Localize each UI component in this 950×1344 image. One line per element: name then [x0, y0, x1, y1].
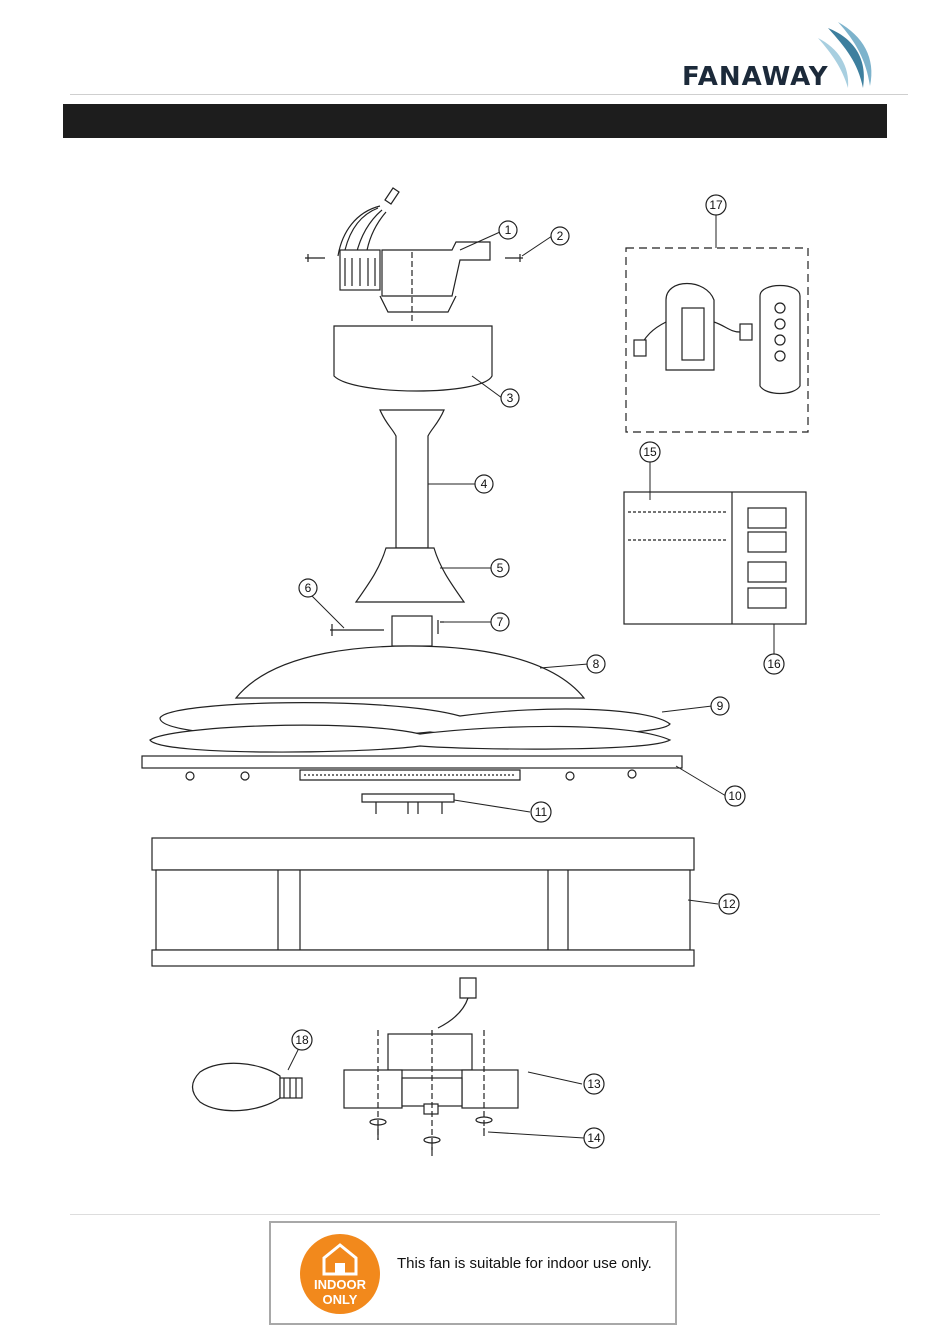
fan-blades	[150, 703, 670, 752]
light-shade	[152, 838, 694, 966]
callout-8: 8	[587, 655, 605, 673]
callout-14: 14	[584, 1128, 604, 1148]
led-module	[344, 978, 518, 1150]
callout-2: 2	[551, 227, 569, 245]
callout-12: 12	[719, 894, 739, 914]
svg-text:7: 7	[497, 615, 504, 629]
callout-16: 16	[764, 654, 784, 674]
svg-text:17: 17	[709, 198, 723, 212]
downrod	[380, 410, 444, 548]
base-plate	[142, 756, 682, 780]
receiver-remote-kit	[626, 248, 808, 432]
callout-17: 17	[706, 195, 726, 215]
callout-15: 15	[640, 442, 660, 462]
svg-text:10: 10	[728, 789, 742, 803]
notice-text: This fan is suitable for indoor use only…	[397, 1255, 652, 1272]
callout-11: 11	[531, 802, 551, 822]
svg-text:16: 16	[767, 657, 781, 671]
callout-3: 3	[501, 389, 519, 407]
svg-text:8: 8	[593, 657, 600, 671]
screws	[370, 1117, 492, 1156]
motor-housing	[236, 616, 584, 698]
callout-4: 4	[475, 475, 493, 493]
svg-text:ONLY: ONLY	[323, 1292, 358, 1307]
svg-text:15: 15	[643, 445, 657, 459]
svg-text:3: 3	[507, 391, 514, 405]
svg-text:14: 14	[587, 1131, 601, 1145]
coupling-cover	[356, 548, 464, 602]
indoor-only-badge: INDOOR ONLY	[299, 1233, 381, 1315]
svg-text:6: 6	[305, 581, 312, 595]
callout-9: 9	[711, 697, 729, 715]
mounting-bracket	[305, 188, 523, 322]
callout-13: 13	[584, 1074, 604, 1094]
hardware-pack	[624, 492, 806, 624]
callout-18: 18	[292, 1030, 312, 1050]
callout-7: 7	[491, 613, 509, 631]
footer-rule	[70, 1214, 880, 1215]
edison-bulb	[193, 1063, 303, 1110]
svg-text:2: 2	[557, 229, 564, 243]
svg-text:13: 13	[587, 1077, 601, 1091]
callout-6: 6	[299, 579, 317, 597]
svg-text:9: 9	[717, 699, 724, 713]
svg-text:INDOOR: INDOOR	[314, 1277, 367, 1292]
svg-text:4: 4	[481, 477, 488, 491]
callout-5: 5	[491, 559, 509, 577]
exploded-parts-diagram: 1 2 3 4 5 6 7 8 9 10 11 12 13 14 15 16 1…	[0, 0, 950, 1210]
light-kit-plate	[362, 794, 454, 814]
indoor-notice: INDOOR ONLY This fan is suitable for ind…	[269, 1221, 677, 1325]
callout-10: 10	[725, 786, 745, 806]
callout-1: 1	[499, 221, 517, 239]
svg-text:11: 11	[535, 805, 548, 819]
canopy	[334, 326, 492, 391]
svg-text:12: 12	[722, 897, 736, 911]
svg-text:1: 1	[505, 223, 512, 237]
svg-text:18: 18	[295, 1033, 309, 1047]
svg-text:5: 5	[497, 561, 504, 575]
